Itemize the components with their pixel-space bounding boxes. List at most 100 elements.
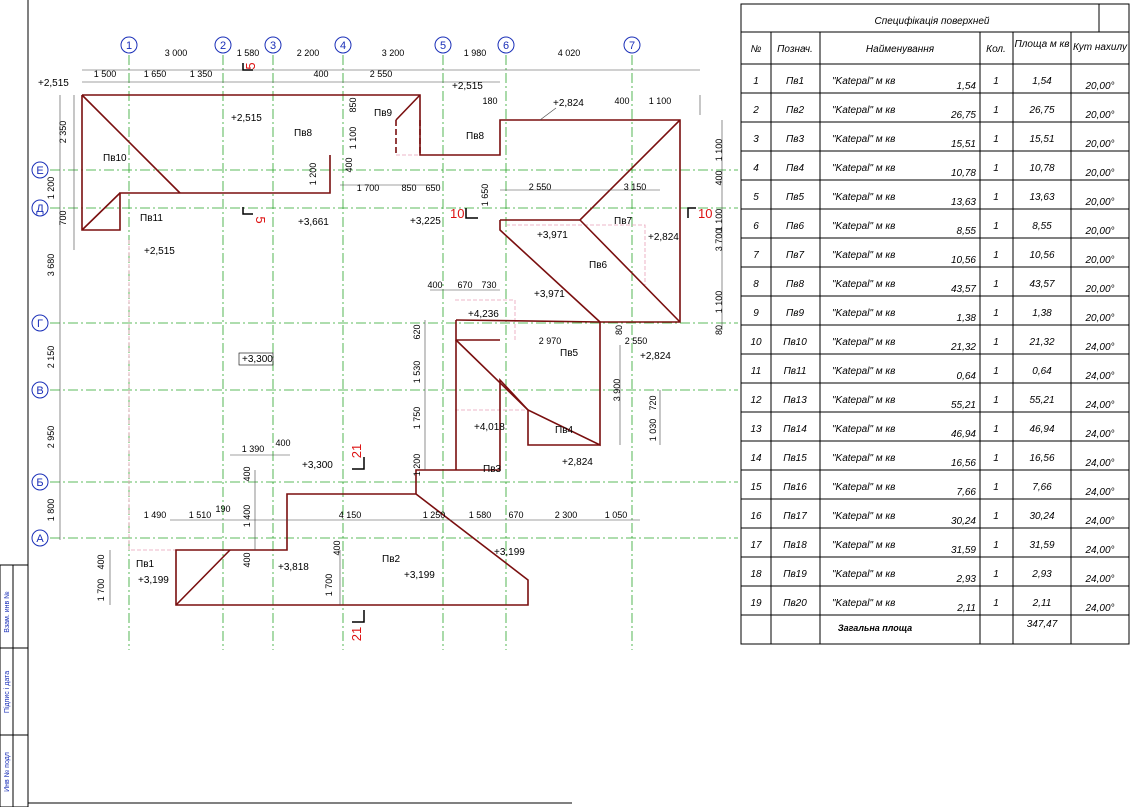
top-dimensions-row1: 3 000 1 580 2 200 3 200 1 980 4 020 [165, 48, 581, 58]
svg-text:"Katepal" м кв: "Katepal" м кв [832, 453, 895, 464]
svg-text:Е: Е [36, 165, 43, 177]
section-marks: 5 5 10 10 21 21 [242, 62, 712, 641]
svg-text:13,63: 13,63 [951, 197, 976, 208]
svg-text:24,00°: 24,00° [1084, 516, 1114, 527]
svg-text:Пв4: Пв4 [786, 163, 804, 174]
svg-text:Пв1: Пв1 [136, 559, 155, 570]
svg-text:400: 400 [614, 96, 629, 106]
svg-text:+3,971: +3,971 [534, 289, 565, 300]
svg-text:31,59: 31,59 [951, 545, 976, 556]
svg-text:1 700: 1 700 [357, 183, 380, 193]
svg-text:1 350: 1 350 [190, 69, 213, 79]
svg-text:1: 1 [993, 511, 999, 522]
svg-text:1 100: 1 100 [348, 127, 358, 150]
svg-text:+2,824: +2,824 [640, 351, 671, 362]
svg-text:1 510: 1 510 [189, 510, 212, 520]
svg-text:4: 4 [753, 163, 759, 174]
svg-text:850: 850 [401, 183, 416, 193]
svg-text:55,21: 55,21 [951, 400, 976, 411]
svg-text:Пв5: Пв5 [786, 192, 804, 203]
axis-bubble-3: 3 [264, 36, 282, 54]
svg-text:7: 7 [753, 250, 759, 261]
svg-text:Пв2: Пв2 [382, 554, 401, 565]
svg-text:1,54: 1,54 [1032, 76, 1052, 87]
svg-text:Пв20: Пв20 [783, 598, 807, 609]
svg-text:20,00°: 20,00° [1084, 197, 1114, 208]
svg-text:24,00°: 24,00° [1084, 342, 1114, 353]
spec-total-value: 347,47 [1027, 619, 1058, 630]
svg-text:Пв2: Пв2 [786, 105, 804, 116]
svg-text:5: 5 [243, 62, 258, 69]
svg-text:15: 15 [750, 482, 762, 493]
svg-text:43,57: 43,57 [951, 284, 976, 295]
svg-text:"Katepal" м кв: "Katepal" м кв [832, 279, 895, 290]
spec-header-0: № [751, 44, 762, 55]
svg-text:3 700: 3 700 [714, 229, 724, 252]
svg-text:10: 10 [450, 206, 464, 221]
svg-text:+2,824: +2,824 [553, 98, 584, 109]
top-dimensions-row2: 1 500 1 650 1 350 400 2 550 180 400 1 10… [94, 69, 672, 106]
svg-text:21: 21 [349, 627, 364, 641]
svg-text:26,75: 26,75 [950, 110, 976, 121]
svg-text:5: 5 [440, 40, 446, 52]
svg-text:1: 1 [993, 76, 999, 87]
axis-bubble-А: А [31, 529, 49, 547]
svg-text:2,93: 2,93 [1031, 569, 1052, 580]
roof-plane-labels: Пв1 Пв2 Пв3 Пв4 Пв5 Пв6 Пв7 Пв8 Пв8 Пв9 … [103, 108, 633, 570]
svg-text:7: 7 [629, 40, 635, 52]
svg-text:"Katepal" м кв: "Katepal" м кв [832, 221, 895, 232]
svg-text:1: 1 [993, 279, 999, 290]
axis-bubble-5: 5 [434, 36, 452, 54]
svg-text:620: 620 [412, 324, 422, 339]
spec-title: Специфікація поверхней [875, 15, 990, 27]
svg-text:1 100: 1 100 [649, 96, 672, 106]
svg-text:16: 16 [750, 511, 762, 522]
axis-bubble-2: 2 [214, 36, 232, 54]
svg-text:"Katepal" м кв: "Katepal" м кв [832, 424, 895, 435]
svg-text:+2,515: +2,515 [38, 78, 69, 89]
axis-bubble-Г: Г [31, 314, 49, 332]
svg-text:Д: Д [36, 203, 44, 215]
svg-text:8,55: 8,55 [957, 226, 977, 237]
svg-text:1 100: 1 100 [714, 291, 724, 314]
svg-text:1: 1 [993, 221, 999, 232]
svg-text:1 800: 1 800 [46, 499, 56, 522]
svg-text:3 150: 3 150 [624, 182, 647, 192]
svg-text:26,75: 26,75 [1028, 105, 1054, 116]
svg-text:1 200: 1 200 [46, 177, 56, 200]
svg-text:1 500: 1 500 [94, 69, 117, 79]
svg-text:1: 1 [993, 569, 999, 580]
svg-text:Пв16: Пв16 [783, 482, 807, 493]
svg-text:21,32: 21,32 [950, 342, 976, 353]
svg-text:400: 400 [242, 552, 252, 567]
svg-text:24,00°: 24,00° [1084, 574, 1114, 585]
svg-text:10,56: 10,56 [1029, 250, 1054, 261]
svg-text:21,32: 21,32 [1028, 337, 1054, 348]
svg-text:1,38: 1,38 [957, 313, 977, 324]
axis-bubble-4: 4 [334, 36, 352, 54]
svg-text:1: 1 [993, 424, 999, 435]
svg-text:4 020: 4 020 [558, 48, 581, 58]
svg-text:9: 9 [753, 308, 759, 319]
svg-text:+3,818: +3,818 [278, 562, 309, 573]
svg-text:"Katepal" м кв: "Katepal" м кв [832, 482, 895, 493]
svg-text:+3,199: +3,199 [138, 575, 169, 586]
svg-text:24,00°: 24,00° [1084, 458, 1114, 469]
svg-text:Пв7: Пв7 [614, 216, 633, 227]
svg-text:24,00°: 24,00° [1084, 429, 1114, 440]
spec-header-1: Познач. [777, 44, 813, 55]
stamp-inv-original: Инв № подл [4, 752, 11, 792]
svg-text:20,00°: 20,00° [1084, 255, 1114, 266]
svg-text:18: 18 [750, 569, 762, 580]
svg-text:Пв8: Пв8 [786, 279, 804, 290]
svg-text:46,94: 46,94 [951, 429, 976, 440]
svg-text:Пв8: Пв8 [466, 131, 485, 142]
svg-text:"Katepal" м кв: "Katepal" м кв [832, 163, 895, 174]
svg-text:Пв7: Пв7 [786, 250, 804, 261]
